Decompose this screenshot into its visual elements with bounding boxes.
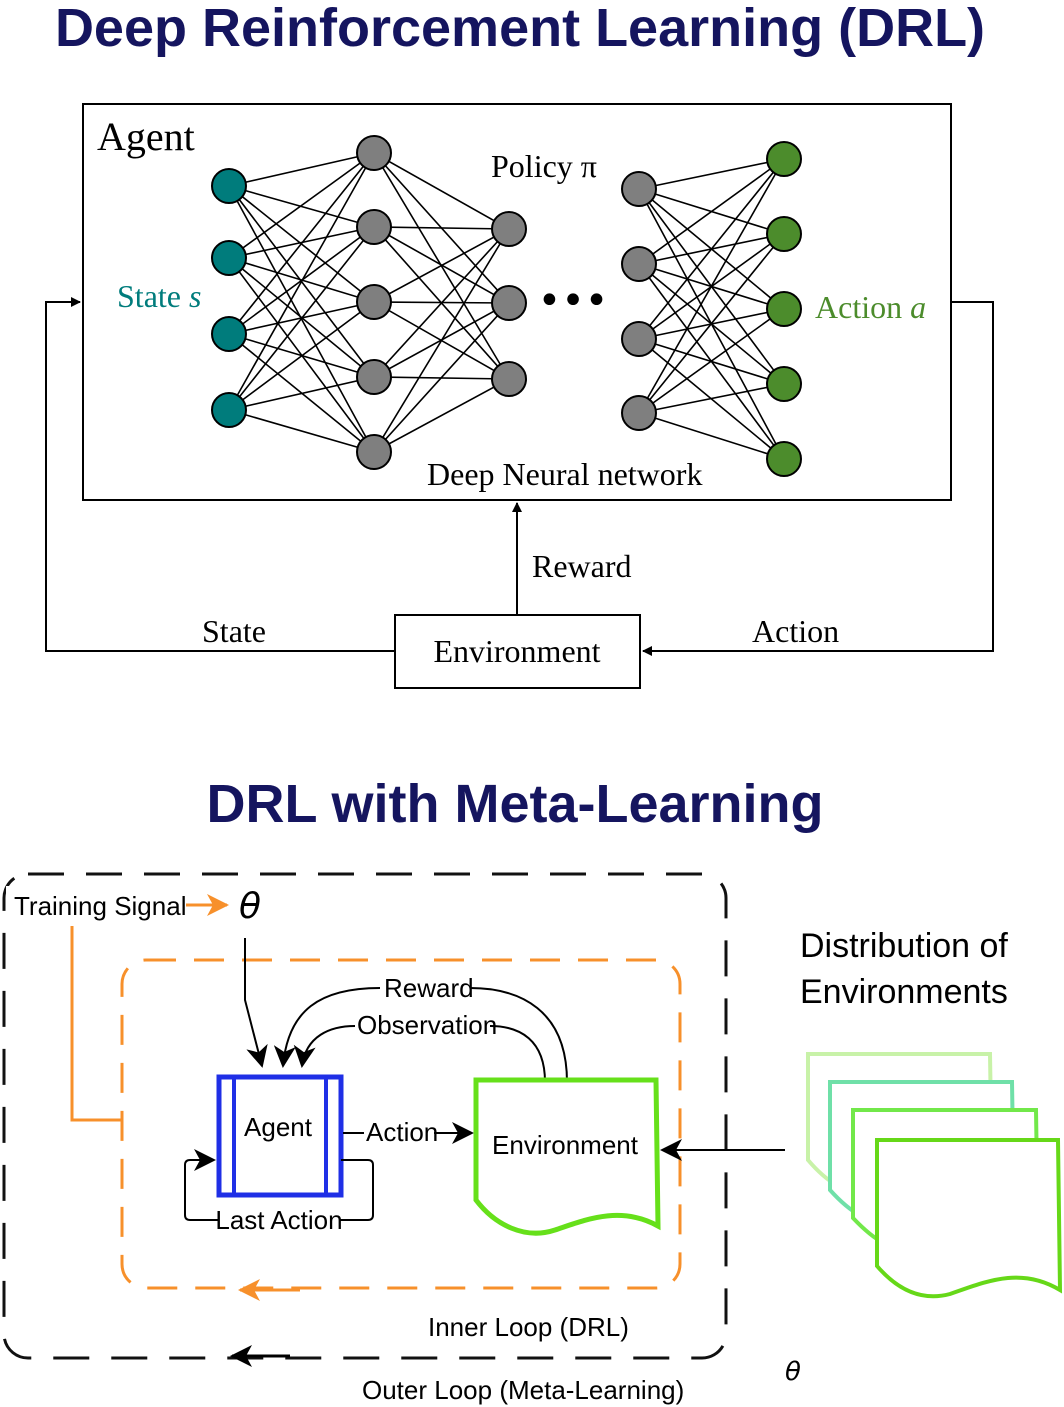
observation-label: Observation [357,1010,497,1040]
observation-curve [489,1025,546,1083]
hidden3-node-2 [621,321,657,357]
edge-hidden3-1-action-0 [638,158,785,265]
edge-state-0-hidden1-1 [228,185,375,228]
edge-hidden3-3-action-3 [638,383,785,414]
action-a-label: Action a [815,289,926,325]
last-action-right [340,1159,374,1221]
hidden3-node-1 [621,246,657,282]
ellipsis-dots: ••• [538,278,609,324]
edge-hidden3-0-action-0 [638,158,785,190]
state-node-3 [211,392,247,428]
state-edge-label: State [202,613,266,649]
hidden1-node-3 [356,359,392,395]
training-signal-line [70,926,122,1122]
action-node-4 [766,441,802,477]
hidden3-node-3 [621,395,657,431]
action-node-2 [766,291,802,327]
inner-agent-box [216,1074,344,1198]
inner-loop-label: Inner Loop (DRL) [428,1312,629,1342]
env-doc-4 [875,1138,1063,1299]
hidden1-node-2 [356,284,392,320]
theta-symbol: θ [239,886,261,927]
edge-hidden3-2-action-0 [638,158,785,340]
edge-hidden1-0-hidden2-0 [373,152,510,230]
inner-environment-shape [473,1077,661,1236]
edge-state-3-hidden1-4 [228,409,375,453]
edge-state-1-hidden1-0 [228,152,375,259]
edge-hidden1-4-hidden2-0 [373,228,510,453]
hidden3-node-0 [621,171,657,207]
reward-label: Reward [532,548,632,584]
outer-loop-label: Outer Loop (Meta-Learning) [362,1375,684,1405]
observation-curve-arrow [293,1025,356,1068]
edge-hidden3-3-action-1 [638,233,785,414]
edge-hidden3-3-action-2 [638,308,785,414]
network-nodes [211,135,802,477]
network-label: Deep Neural network [427,456,702,492]
edge-hidden3-3-action-0 [638,158,785,414]
edge-state-0-hidden1-0 [228,152,375,187]
state-node-0 [211,168,247,204]
action-node-1 [766,216,802,252]
state-node-2 [211,316,247,352]
edge-state-3-hidden1-2 [228,301,375,411]
edge-hidden1-4-hidden2-2 [373,378,510,453]
theta-bottom-symbol: θ [785,1357,801,1387]
policy-label: Policy π [491,148,597,184]
hidden1-node-4 [356,434,392,470]
action-edge-label: Action [752,613,839,649]
action-node-0 [766,141,802,177]
environment-label: Environment [433,633,600,669]
inner-environment-label: Environment [492,1130,639,1160]
distribution-line1: Distribution of [800,927,1008,965]
last-action-arrow [184,1149,218,1221]
edge-state-2-hidden1-0 [228,152,375,335]
edge-state-3-hidden1-3 [228,376,375,411]
hidden2-node-0 [491,211,527,247]
outer-loop-box [2,872,728,1360]
state-node-1 [211,240,247,276]
action-arrow [642,301,994,656]
hidden1-node-0 [356,135,392,171]
edge-state-3-hidden1-0 [228,152,375,411]
meta-learning-title: DRL with Meta-Learning [206,774,823,834]
hidden2-node-1 [491,285,527,321]
reward-curve-arrow [273,987,381,1068]
hidden2-node-2 [491,361,527,397]
state-arrow [45,297,395,652]
training-signal-label: Training Signal [14,891,186,921]
environment-stack [806,1052,1063,1299]
state-s-label: State s [117,278,201,314]
last-action-label: Last Action [215,1205,342,1235]
action-node-3 [766,366,802,402]
training-signal-bg [6,886,182,924]
theta-arrow [244,938,268,1068]
edge-hidden1-4-hidden2-1 [373,302,510,453]
reward-inner-label: Reward [384,973,474,1003]
edge-hidden1-1-hidden2-0 [373,226,510,230]
distribution-line2: Environments [800,973,1008,1011]
edge-state-3-hidden1-1 [228,226,375,411]
reward-curve [469,987,568,1083]
edge-hidden3-3-action-4 [638,412,785,460]
edge-hidden1-2-hidden2-0 [373,228,510,303]
agent-label: Agent [97,114,195,159]
inner-agent-label: Agent [244,1112,313,1142]
edge-hidden1-3-hidden2-0 [373,228,510,378]
drl-title: Deep Reinforcement Learning (DRL) [55,0,985,58]
hidden1-node-1 [356,209,392,245]
inner-action-label: Action [366,1117,438,1147]
network-connections [228,152,785,460]
inner-loop-box [120,958,682,1290]
